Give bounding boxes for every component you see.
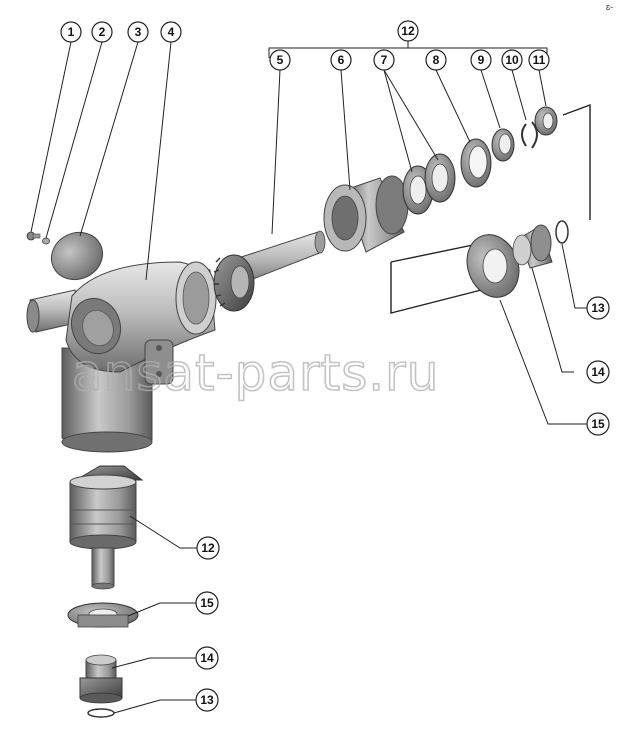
svg-text:1: 1 (68, 25, 75, 39)
callout-12-top: 12 (397, 20, 419, 42)
svg-text:15: 15 (591, 417, 605, 431)
svg-text:13: 13 (591, 301, 605, 315)
callout-10: 10 (501, 49, 523, 71)
callout-13-right: 13 (586, 296, 610, 320)
svg-text:4: 4 (168, 25, 175, 39)
svg-text:15: 15 (200, 596, 214, 610)
part-13-snap-ring-right (555, 220, 569, 244)
callout-14-right: 14 (586, 360, 610, 384)
svg-text:6: 6 (338, 53, 345, 67)
callout-7: 7 (373, 49, 395, 71)
part-5-pinion-shaft (213, 230, 326, 312)
part-15-flange-bottom (67, 602, 139, 628)
callout-15-right: 15 (586, 412, 610, 436)
callout-12-bottom: 12 (196, 536, 220, 560)
part-7-bearing-pair (402, 153, 456, 215)
svg-text:9: 9 (478, 53, 485, 67)
callout-6: 6 (330, 49, 352, 71)
part-6-sleeve (323, 175, 409, 253)
corner-mark: ɛ- (606, 2, 613, 12)
part-3-cover-disk (51, 231, 103, 281)
callout-3: 3 (127, 21, 149, 43)
part-10-circlip (521, 121, 538, 149)
callout-4: 4 (160, 21, 182, 43)
part-9-bushing (491, 128, 515, 162)
part-13-snap-ring-bottom (87, 708, 115, 718)
callout-5: 5 (269, 49, 291, 71)
part-2-washer (42, 237, 50, 245)
svg-text:10: 10 (505, 53, 519, 67)
callout-14-bottom: 14 (195, 646, 219, 670)
svg-text:12: 12 (401, 24, 415, 38)
part-14-gear-right (512, 224, 553, 269)
svg-text:7: 7 (381, 53, 388, 67)
svg-text:5: 5 (277, 53, 284, 67)
svg-text:14: 14 (591, 365, 605, 379)
part-12-gear-assembly-bottom (69, 465, 144, 590)
svg-text:13: 13 (200, 693, 214, 707)
part-4-gearbox-housing (26, 261, 217, 453)
watermark-text: ansat-parts.ru (72, 344, 439, 402)
callout-8: 8 (425, 49, 447, 71)
callout-1: 1 (60, 21, 82, 43)
part-14-gear-bottom (79, 654, 123, 704)
callout-13-bottom: 13 (195, 688, 219, 712)
callout-11: 11 (528, 49, 550, 71)
leader-lines (30, 40, 587, 714)
callout-2: 2 (91, 21, 113, 43)
part-1-screw (26, 231, 41, 241)
part-8-ring (460, 138, 492, 188)
subassembly-bracket (390, 103, 591, 314)
svg-text:14: 14 (200, 651, 214, 665)
svg-text:3: 3 (135, 25, 142, 39)
svg-text:8: 8 (433, 53, 440, 67)
part-15-flange-right (466, 234, 520, 298)
svg-text:12: 12 (201, 541, 215, 555)
svg-text:11: 11 (533, 53, 546, 67)
callout-9: 9 (470, 49, 492, 71)
part-11-nut (534, 106, 558, 136)
callout-15-bottom: 15 (195, 591, 219, 615)
svg-text:2: 2 (99, 25, 106, 39)
